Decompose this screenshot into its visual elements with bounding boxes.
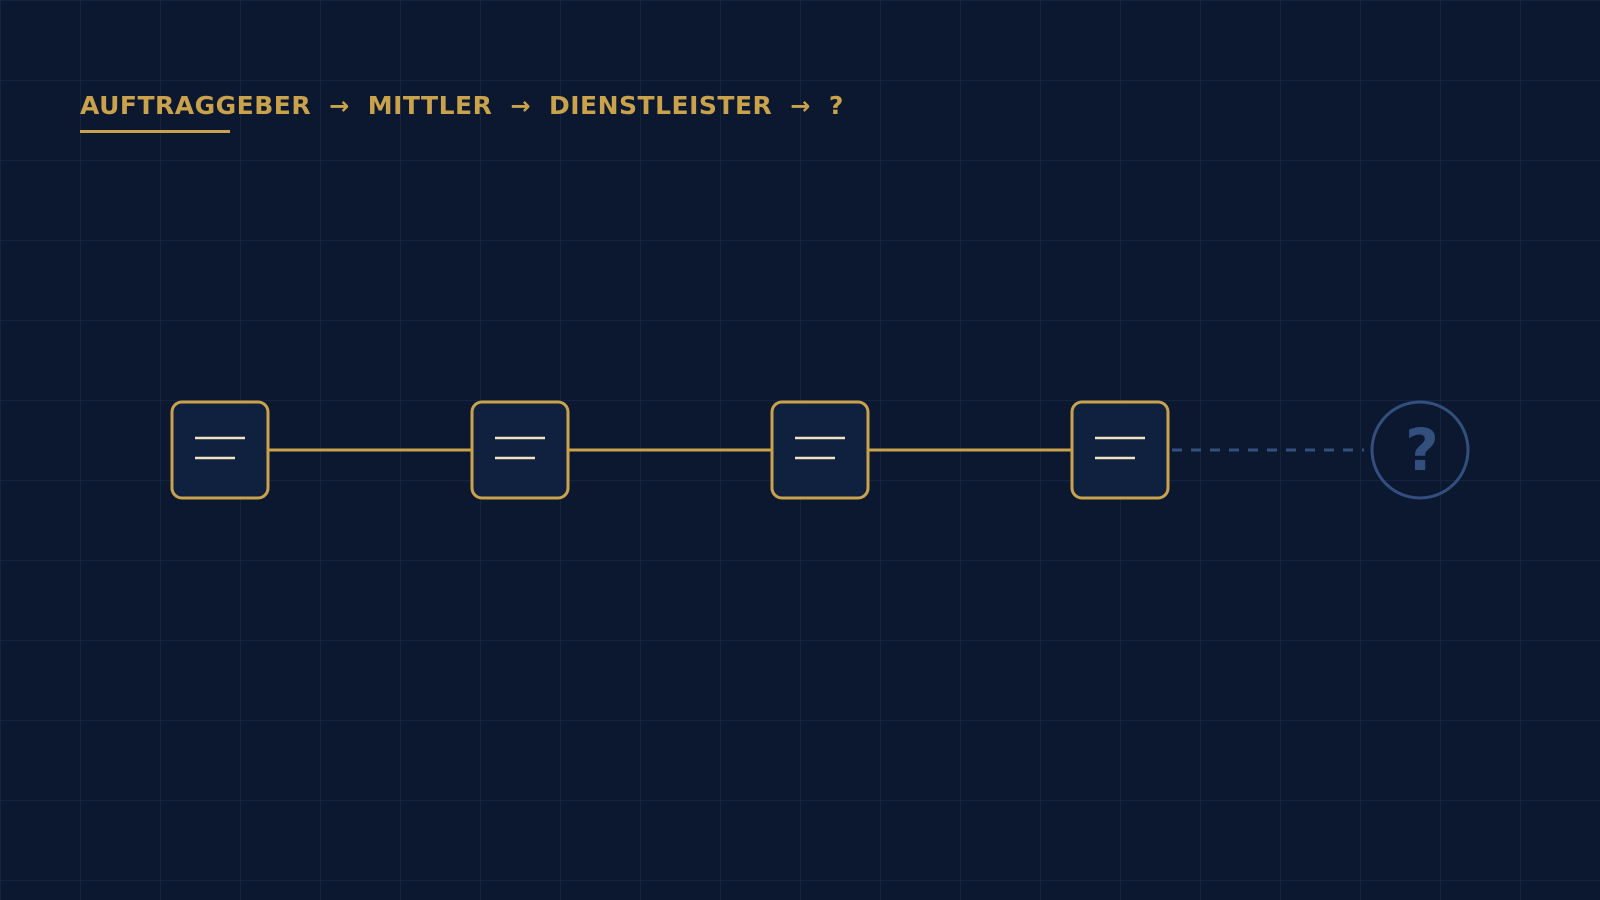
unknown-node-label: ? bbox=[1405, 416, 1439, 484]
title-underline bbox=[80, 130, 230, 133]
arrow-icon: → bbox=[329, 92, 350, 120]
document-icon bbox=[770, 400, 870, 500]
arrow-icon: → bbox=[510, 92, 531, 120]
node-box bbox=[770, 400, 870, 500]
question-icon: ? bbox=[1370, 400, 1470, 500]
title-step-client: AUFTRAGGEBER bbox=[80, 91, 312, 120]
chain-title: AUFTRAGGEBER → MITTLER → DIENSTLEISTER →… bbox=[80, 88, 844, 124]
node-box bbox=[470, 400, 570, 500]
document-icon bbox=[1070, 400, 1170, 500]
title-step-intermediary: MITTLER bbox=[367, 91, 493, 120]
title-step-unknown: ? bbox=[828, 91, 844, 120]
document-icon bbox=[170, 400, 270, 500]
unknown-node bbox=[1370, 400, 1470, 500]
node-box bbox=[170, 400, 270, 500]
arrow-icon: → bbox=[790, 92, 811, 120]
title-step-provider: DIENSTLEISTER bbox=[548, 91, 773, 120]
document-icon bbox=[470, 400, 570, 500]
node-box bbox=[1070, 400, 1170, 500]
nodes: ? bbox=[170, 400, 1470, 500]
